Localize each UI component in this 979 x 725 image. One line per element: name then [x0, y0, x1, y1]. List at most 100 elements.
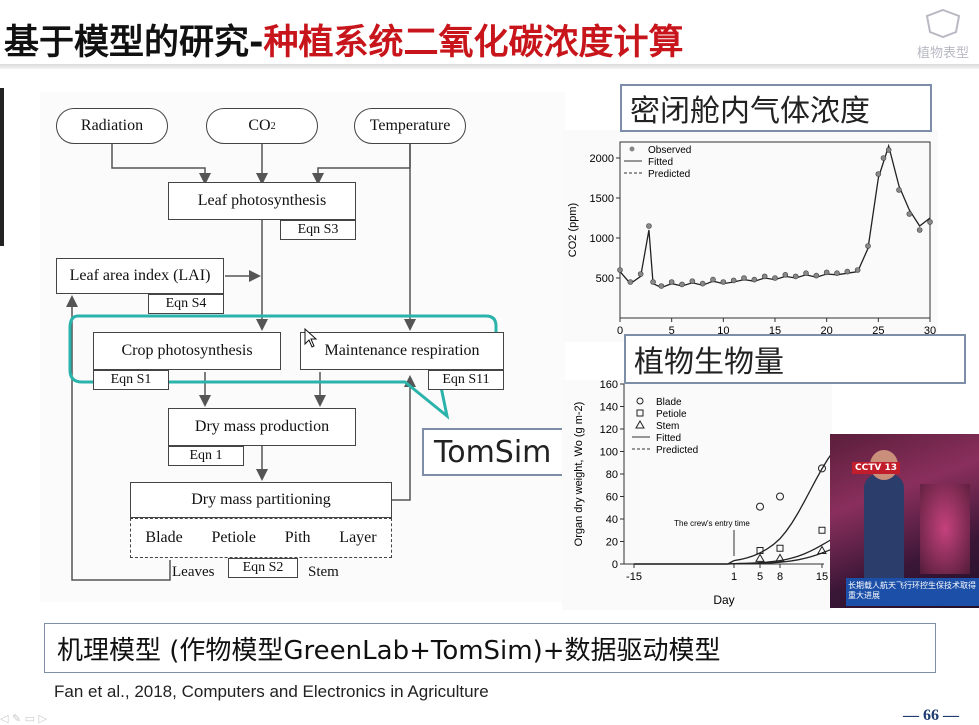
bio-y-tick-label: 140	[600, 402, 618, 414]
co2-observed-point	[885, 147, 892, 153]
presentation-toolbar[interactable]: ◁ ✎ ▭ ▷	[0, 712, 48, 725]
maintenance-respiration-label: Maintenance respiration	[324, 342, 480, 359]
co2-y-tick-label: 500	[596, 273, 614, 285]
shield-icon	[925, 8, 961, 39]
tomsim-callout: TomSim	[422, 428, 564, 476]
co2-observed-point	[689, 278, 696, 284]
co2-chart-panel	[562, 130, 938, 342]
news-caption-banner: 长期载人航天飞行环控生保技术取得重大进展	[846, 578, 979, 606]
co2-y-axis-label: CO2 (ppm)	[567, 203, 579, 257]
bio-stem-point	[817, 545, 827, 554]
co2-observed-point	[720, 279, 727, 285]
co2-observed-point	[792, 273, 799, 280]
maintenance-respiration-box: Maintenance respiration	[300, 332, 504, 370]
bio-stem-point	[775, 553, 785, 562]
eqn-1-tag: Eqn 1	[168, 446, 244, 466]
lai-label: Leaf area index (LAI)	[69, 267, 211, 284]
co2-observed-point	[679, 281, 685, 288]
organ-layer-label: Layer	[339, 529, 377, 546]
co2-observed-point	[854, 267, 861, 273]
bio-legend-marker	[636, 409, 644, 417]
lai-box: Leaf area index (LAI)	[56, 258, 224, 294]
co2-observed-point	[896, 187, 902, 193]
leaf-photosynthesis-box: Leaf photosynthesis	[168, 182, 356, 220]
model-summary-banner: 机理模型 (作物模型GreenLab+TomSim)+数据驱动模型	[44, 623, 936, 673]
video-plants	[920, 484, 970, 574]
co2-observed-point	[710, 276, 716, 283]
bio-x-tick-label: 15	[816, 571, 828, 583]
input-temperature: Temperature	[354, 108, 466, 144]
cabin-gas-callout: 密闭舱内气体浓度	[620, 84, 932, 132]
bio-x-tick-label: 8	[777, 571, 783, 583]
eqn-s11-tag: Eqn S11	[428, 370, 504, 390]
dry-mass-production-box: Dry mass production	[168, 408, 356, 446]
eqn-s3-label: Eqn S3	[297, 222, 339, 237]
co2-observed-point	[803, 270, 809, 276]
co2-legend-label: Observed	[648, 145, 691, 156]
bio-stem-point	[755, 553, 765, 562]
co2-observed-point	[650, 279, 656, 285]
co2-subscript: 2	[270, 120, 276, 132]
dry-mass-production-label: Dry mass production	[194, 418, 330, 435]
watermark-logo: 植物表型	[913, 8, 973, 61]
co2-observed-point	[823, 269, 830, 276]
bio-petiole-point	[818, 526, 826, 534]
co2-x-tick-label: 0	[617, 325, 623, 337]
eqn-s3-tag: Eqn S3	[280, 220, 356, 240]
co2-observed-point	[844, 268, 851, 275]
left-edge-bar	[0, 88, 4, 246]
input-radiation-label: Radiation	[80, 117, 144, 134]
input-radiation: Radiation	[56, 108, 168, 144]
eqn-s1-tag: Eqn S1	[93, 370, 169, 390]
biomass-chart-panel	[562, 380, 832, 610]
input-temperature-label: Temperature	[369, 117, 451, 134]
organ-partition-row: Blade Petiole Pith Layer	[130, 518, 392, 558]
bio-y-tick-label: 0	[612, 559, 618, 571]
co2-y-tick-label: 1500	[590, 193, 614, 205]
bio-petiole-point	[776, 544, 784, 552]
co2-observed-point	[875, 171, 882, 177]
input-co2-label: CO	[248, 117, 271, 134]
co2-observed-point	[699, 280, 706, 287]
co2-observed-point	[627, 279, 634, 285]
co2-observed-point	[772, 275, 778, 281]
bio-stem-fitted-line	[634, 548, 832, 565]
crop-photosynthesis-box: Crop photosynthesis	[93, 332, 281, 370]
eqn-s2-tag: Eqn S2	[228, 558, 298, 578]
title-highlight: 种植系统二氧化碳浓度计算	[263, 23, 684, 63]
bio-blade-point	[818, 464, 826, 473]
citation: Fan et al., 2018, Computers and Electron…	[54, 682, 489, 701]
slide-title: 基于模型的研究-种植系统二氧化碳浓度计算	[4, 14, 684, 65]
co2-observed-point	[865, 243, 871, 249]
bio-y-tick-label: 160	[600, 380, 618, 391]
bio-legend-label: Blade	[656, 397, 682, 408]
co2-observed-point	[813, 272, 820, 279]
co2-observed-point	[880, 155, 887, 161]
news-video-overlay[interactable]: CCTV 13 长期载人航天飞行环控生保技术取得重大进展	[830, 434, 979, 608]
crop-photosynthesis-label: Crop photosynthesis	[121, 342, 253, 359]
bio-y-tick-label: 60	[606, 492, 618, 504]
organ-pith-label: Pith	[284, 529, 311, 546]
plant-biomass-callout-label: 植物生物量	[634, 345, 784, 380]
dry-mass-partitioning-box: Dry mass partitioning	[130, 482, 392, 518]
organ-blade-label: Blade	[145, 529, 183, 546]
co2-observed-point	[927, 219, 933, 225]
bio-y-tick-label: 40	[606, 514, 618, 526]
co2-observed-point	[646, 223, 652, 229]
eqn-s4-label: Eqn S4	[165, 296, 207, 311]
title-prefix: 基于模型的研究-	[4, 23, 264, 63]
co2-observed-point	[906, 211, 913, 217]
bio-x-tick-label: -15	[626, 571, 642, 583]
eqn-s11-label: Eqn S11	[442, 372, 490, 387]
co2-y-tick-label: 2000	[590, 153, 614, 165]
leaves-label: Leaves	[172, 564, 215, 580]
dry-mass-partitioning-label: Dry mass partitioning	[191, 491, 331, 508]
cctv-channel-logo: CCTV 13	[852, 462, 900, 474]
plant-biomass-callout: 植物生物量	[624, 334, 966, 384]
bio-entry-annotation: The crew's entry time	[674, 519, 750, 528]
co2-y-tick-label: 1000	[590, 233, 614, 245]
tomsim-highlight-outline	[68, 314, 498, 420]
